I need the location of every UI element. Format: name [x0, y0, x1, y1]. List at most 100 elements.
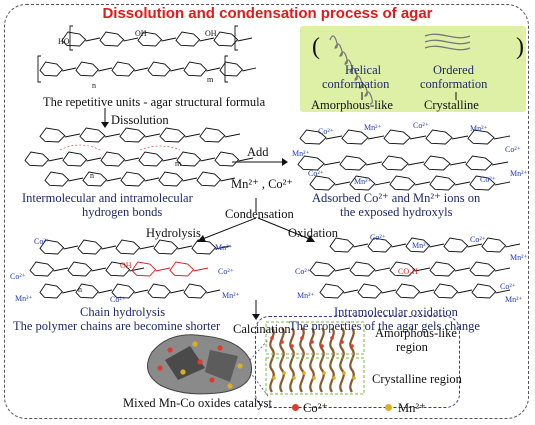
- mn-strand-dot: [342, 371, 346, 375]
- hydrolysis-caption-2: The polymer chains are becomine shorter: [13, 319, 221, 333]
- structure-caption: The repetitive units - agar structural f…: [43, 95, 266, 109]
- sugar-ring: [176, 151, 202, 167]
- glycosidic-bond: [199, 37, 215, 42]
- glycosidic-bond: [449, 161, 467, 166]
- repeat-bracket: [69, 25, 73, 51]
- co-strand-dot: [300, 336, 304, 340]
- sugar-ring: [349, 261, 376, 277]
- glycosidic-bond: [184, 133, 201, 138]
- sugar-ring: [147, 283, 171, 299]
- glycosidic-bond: [365, 161, 383, 166]
- glycosidic-bond: [381, 289, 397, 294]
- ion-label: Co²⁺: [34, 237, 50, 246]
- sugar-ring: [429, 175, 456, 191]
- glycosidic-bond: [414, 267, 431, 272]
- glycosidic-bond: [155, 267, 171, 272]
- sugar-ring: [75, 61, 99, 77]
- sugar-ring: [297, 155, 325, 171]
- sugar-ring: [319, 283, 345, 299]
- sugar-ring: [433, 283, 459, 299]
- sugar-ring: [158, 171, 184, 187]
- chem-label: n: [92, 81, 96, 90]
- co-particle-dot: [197, 359, 203, 365]
- glycosidic-bond: [505, 243, 521, 248]
- glycosidic-bond: [323, 161, 341, 166]
- glycosidic-bond: [62, 289, 77, 294]
- glycosidic-bond: [334, 181, 351, 186]
- oxidation-step: Oxidation: [288, 226, 338, 240]
- glycosidic-bond: [104, 133, 121, 138]
- co-strand-dot: [320, 344, 324, 348]
- add-step: Add: [247, 145, 269, 159]
- sugar-ring: [191, 239, 217, 255]
- adsorbed-caption-2: the exposed hydroxyls: [340, 205, 453, 219]
- glycosidic-bond: [454, 267, 471, 272]
- sugar-ring: [213, 31, 239, 47]
- inset-amorphous-2: region: [396, 340, 428, 354]
- ions-added-label: Mn²⁺ , Co²⁺: [231, 177, 294, 191]
- catalyst-facet: [205, 350, 238, 382]
- mn-strand-dot: [352, 376, 356, 380]
- glycosidic-bond: [391, 243, 407, 248]
- glycosidic-bond: [98, 289, 113, 294]
- sugar-ring: [469, 261, 496, 277]
- co-strand-dot: [290, 344, 294, 348]
- hydrogen-bond-lines: [59, 144, 181, 151]
- glycosidic-bond: [238, 157, 254, 162]
- hbond-caption-1: Intermolecular and intramolecular: [22, 191, 193, 205]
- sugar-ring: [299, 129, 327, 145]
- mn-particle-dot: [180, 369, 186, 375]
- sugar-ring: [329, 237, 355, 253]
- sugar-ring: [199, 127, 226, 143]
- ion-label: Co²⁺: [318, 127, 334, 136]
- repeat-bracket: [37, 55, 41, 83]
- sugar-ring: [196, 171, 222, 187]
- zoom-line: [249, 371, 269, 397]
- sugar-ring: [405, 237, 431, 253]
- sugar-ring: [339, 155, 367, 171]
- helix-strand: [309, 327, 315, 393]
- helical-label-2: conformation: [322, 77, 390, 91]
- sugar-ring: [159, 127, 186, 143]
- glycosidic-bond: [161, 37, 177, 42]
- hydrolysis-oh-label: OH: [120, 261, 132, 270]
- sugar-ring: [39, 239, 65, 255]
- sugar-ring: [39, 127, 66, 143]
- close-paren: ): [516, 34, 524, 60]
- helix-coil-icon: [329, 35, 373, 105]
- sugar-ring: [395, 283, 421, 299]
- ion-label: Mn²⁺: [364, 123, 382, 132]
- catalyst-caption: Mixed Mn-Co oxides catalyst: [123, 396, 272, 410]
- outer-dashed-frame: [4, 4, 529, 419]
- glycosidic-bond: [193, 267, 209, 272]
- sugar-ring: [131, 261, 157, 277]
- arrow-head: [252, 314, 260, 320]
- co-particle-dot: [209, 377, 215, 383]
- mn-strand-dot: [282, 371, 286, 375]
- sugar-ring: [153, 239, 179, 255]
- glycosidic-bond: [64, 133, 81, 138]
- diagram-title: Dissolution and condensation process of …: [102, 5, 433, 22]
- glycosidic-bond: [62, 67, 77, 72]
- glycosidic-bond: [353, 243, 369, 248]
- glycosidic-bond: [419, 289, 435, 294]
- glycosidic-bond: [98, 67, 113, 72]
- sugar-ring: [39, 61, 63, 77]
- co-particle-dot: [157, 365, 163, 371]
- glycosidic-bond: [494, 181, 511, 186]
- mn-particle-dot: [237, 363, 243, 369]
- sugar-ring: [82, 171, 108, 187]
- ion-label: Co²⁺: [505, 145, 521, 154]
- glycosidic-bond: [63, 245, 79, 250]
- glycosidic-bond: [53, 267, 69, 272]
- glycosidic-bond: [367, 135, 385, 140]
- hbond-caption-2: hydrogen bonds: [82, 205, 163, 219]
- crystalline-region-box: [265, 357, 365, 395]
- helical-label-1: Helical: [345, 63, 382, 77]
- sugar-ring: [62, 151, 88, 167]
- glycosidic-bond: [494, 267, 511, 272]
- hydrolysis-arrow: [199, 217, 257, 241]
- sugar-ring: [67, 261, 93, 277]
- chem-label: m: [207, 75, 214, 84]
- conformation-panel: [300, 26, 526, 112]
